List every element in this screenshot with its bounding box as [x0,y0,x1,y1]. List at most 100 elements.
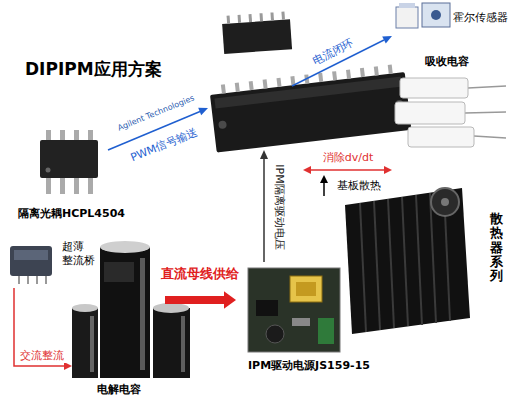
pwm-arrow-head [198,108,208,115]
capacitor-band [104,262,134,282]
node-label: 电解电容 [97,382,141,397]
ipm-pin [263,79,268,88]
heatsink-body [345,188,470,334]
rectifier-face [14,250,48,260]
module-pin [238,15,242,23]
heatsink-fin [374,201,380,330]
module-body [222,19,292,54]
hall-sensor-top [399,3,415,8]
connector-line [14,288,65,366]
rectifier-body [10,246,52,276]
optocoupler [40,130,98,194]
film-capacitor [395,102,465,124]
node-label: 霍尔传感器 [453,10,508,25]
connector-label: 直流母线供给 [159,265,241,283]
opto-pin [74,178,79,194]
node-label: IPM驱动电源JS159-15 [248,358,370,373]
ipm-pin [374,66,379,75]
optocoupler-node: 隔离光耦HCPL4504 [15,118,135,224]
cap-lead [465,112,506,113]
ipm-pin [221,84,226,93]
heatsink [345,188,470,334]
arrow-head [64,362,72,370]
cooling-arrow-line [323,182,325,196]
heatsink-fin [388,199,394,328]
node-label: 超薄 整流桥 [62,240,96,269]
transformer-core [296,282,316,296]
absorption-capacitor-node: 吸收电容 [385,52,510,152]
ipm-hole [218,120,227,129]
ipm-pin [346,69,351,78]
fan-hub [441,198,449,206]
opto-pin [60,178,65,194]
note-label: 消除dv/dt [323,150,374,165]
terminal-block [318,318,334,344]
small-module [222,11,292,54]
cooling-arrow-head [320,175,328,183]
arrow-head [224,291,236,309]
hall-sensor [422,3,450,27]
current-loop-arrow-head [382,36,392,44]
board-part [292,318,310,326]
brand-label: Agilent Technologies [116,93,195,132]
module-pin [227,15,231,23]
drive-voltage-arrow-head [260,150,268,159]
opto-pin [60,130,65,140]
opto-pin [46,130,51,140]
pcb [248,268,340,352]
film-capacitor [408,127,474,147]
absorption-capacitors [395,78,506,147]
ipm-pin [388,65,393,74]
ipm-pin [276,78,281,87]
signal-label: PWM信号输送 [128,125,199,166]
connector [14,288,72,370]
rectifier-node: 超薄 整流桥 [4,236,104,288]
dvdt-arrow-head [384,166,392,174]
capacitor-stripe [140,258,145,370]
ipm-pin [235,83,240,92]
capacitor-can [153,308,190,378]
node-label: 吸收电容 [425,54,469,69]
heatsink-fin [360,203,366,332]
title: DIPIPM应用方案 [25,58,162,81]
opto-pin [74,130,79,140]
capacitor-stripe [90,316,94,372]
drive-voltage-arrow-line [263,158,265,262]
heatsink-fin [416,195,422,325]
module-pin [259,13,263,21]
module-pin [270,12,274,20]
opto-dot [46,168,51,173]
connector [165,291,236,309]
node-label: 散热器系列 [490,212,503,283]
capacitor-top [100,241,150,253]
capacitor-top [153,303,189,313]
ipm-pin [249,81,254,90]
transformer [290,276,322,302]
ipm-pin [360,68,365,77]
heatsink-fan [431,188,459,216]
power-supply-node: IPM驱动电源JS159-15 [236,262,402,378]
hall-sensor [396,7,418,28]
connector-label: 交流整流 [18,348,66,363]
dvdt-arrow-line [310,169,385,171]
capacitor-top [72,304,98,312]
opto-pin [46,178,51,194]
dvdt-arrow-head [303,166,311,174]
hall-sensor-node: 霍尔传感器 [393,2,521,32]
ipm-pin [318,73,323,82]
ipm-pin [332,71,337,80]
ic-chip [256,300,278,316]
capacitor-stripe [181,316,185,372]
cap-lead [474,136,506,138]
ipm-body [210,72,411,152]
note-label: IPM隔离驱动电压 [272,164,287,249]
opto-body [40,140,98,178]
node-label: 隔离光耦HCPL4504 [18,206,125,221]
capacitor-can [100,247,150,378]
film-capacitor [400,78,468,98]
note-label: 基板散热 [337,178,381,193]
board-capacitor [266,325,284,343]
opto-pin [88,130,93,140]
heatsink-node: 散热器系列 [340,186,512,336]
